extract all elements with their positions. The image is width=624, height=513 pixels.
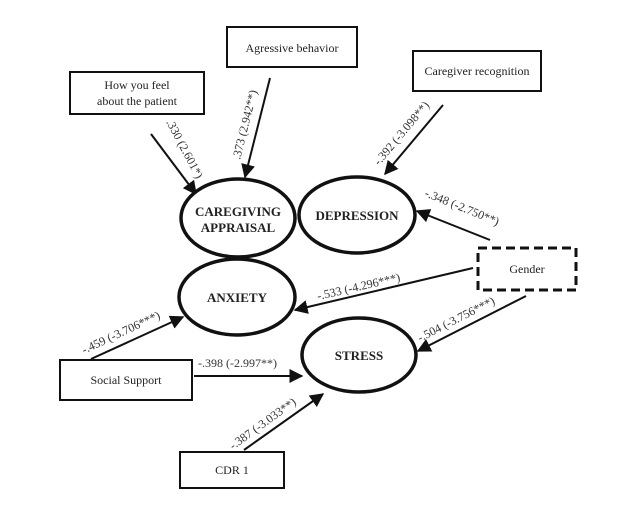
ellipse-anxiety: ANXIETY [177,257,297,337]
arrow-aggressive-to-appraisal [241,77,271,179]
arrow-gender-to-depression [415,209,491,241]
coef-feel-to-appraisal: .330 (2.601*) [163,117,206,181]
arrow-cdr-to-stress [243,393,325,451]
ellipse-depression: DEPRESSION [297,175,417,255]
arrow-recognition-to-depression [384,104,444,176]
path-arrows [90,77,527,451]
box-caregiver-recognition: Caregiver recognition [412,50,542,92]
arrow-gender-to-stress [416,295,527,352]
coef-aggressive-to-appraisal: .373 (2.942**) [229,88,260,160]
ellipse-anxiety-label: ANXIETY [207,290,268,305]
box-aggressive-behavior: Agressive behavior [226,26,358,68]
box-social-support: Social Support [59,359,193,401]
box-cdr1: CDR 1 [179,451,285,489]
coef-gender-to-anxiety: -.533 (-4.296***) [316,270,402,303]
ellipse-caregiving-appraisal-line1: CAREGIVING [195,204,281,219]
box-caregiver-recognition-label: Caregiver recognition [425,64,530,78]
arrow-support-to-anxiety [90,315,185,360]
box-gender: Gender [476,246,578,292]
coef-gender-to-stress: -.504 (-3.756***) [415,294,497,345]
coef-support-to-stress: -.398 (-2.997**) [198,356,277,370]
box-how-you-feel: How you feel about the patient [69,71,205,115]
arrow-gender-to-anxiety [293,267,474,314]
box-gender-label: Gender [509,262,544,276]
ellipse-depression-label: DEPRESSION [315,208,399,223]
ellipse-stress-label: STRESS [335,348,383,363]
arrow-feel-to-appraisal [150,133,197,196]
ellipse-caregiving-appraisal-line2: APPRAISAL [201,220,276,235]
ellipse-caregiving-appraisal: CAREGIVING APPRAISAL [179,177,297,259]
box-aggressive-behavior-label: Agressive behavior [246,41,339,55]
coef-cdr-to-stress: -.387 (-3.033**) [227,395,299,453]
box-social-support-label: Social Support [91,373,163,387]
box-how-you-feel-line1: How you feel [104,78,170,92]
coef-recognition-to-depression: -.392 (-3.098**) [371,98,432,168]
box-cdr1-label: CDR 1 [215,463,249,477]
box-how-you-feel-line2: about the patient [97,94,178,108]
ellipse-stress: STRESS [300,316,418,394]
coef-gender-to-depression: -.348 (-2.750**) [423,186,501,229]
